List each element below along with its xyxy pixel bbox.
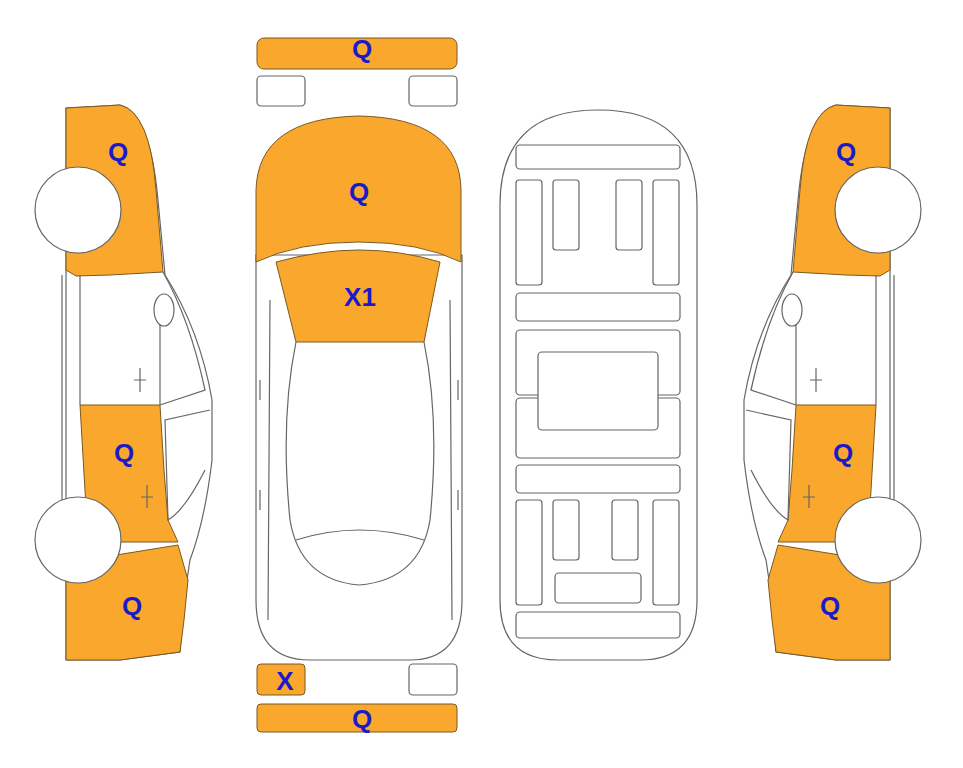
- damage-code: Q: [108, 139, 128, 165]
- damage-code: Q: [833, 440, 853, 466]
- left-side-view: [35, 105, 212, 660]
- damage-code: Q: [836, 139, 856, 165]
- damage-code: Q: [114, 440, 134, 466]
- damage-code: Q: [122, 593, 142, 619]
- damage-code: X: [276, 668, 293, 694]
- damage-code: Q: [352, 36, 372, 62]
- damage-code: X1: [344, 284, 376, 310]
- damage-code: Q: [349, 179, 369, 205]
- top-view: [256, 38, 462, 732]
- damage-code: Q: [352, 706, 372, 732]
- underbody-view: [500, 110, 697, 660]
- right-side-view: [744, 105, 921, 660]
- damage-code: Q: [820, 593, 840, 619]
